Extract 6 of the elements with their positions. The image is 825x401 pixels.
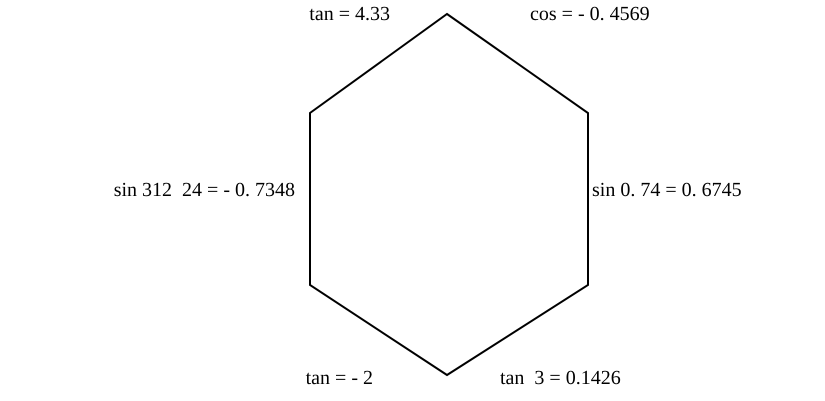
equation-label: sin 312 24 = - 0. 7348: [114, 179, 295, 201]
equation-label: tan = 4.33: [309, 3, 390, 25]
equation-label: tan = - 2: [306, 367, 373, 389]
equation-label: cos = - 0. 4569: [530, 3, 650, 25]
equation-label: tan 3 = 0.1426: [500, 367, 621, 389]
equation-label: sin 0. 74 = 0. 6745: [592, 179, 742, 201]
